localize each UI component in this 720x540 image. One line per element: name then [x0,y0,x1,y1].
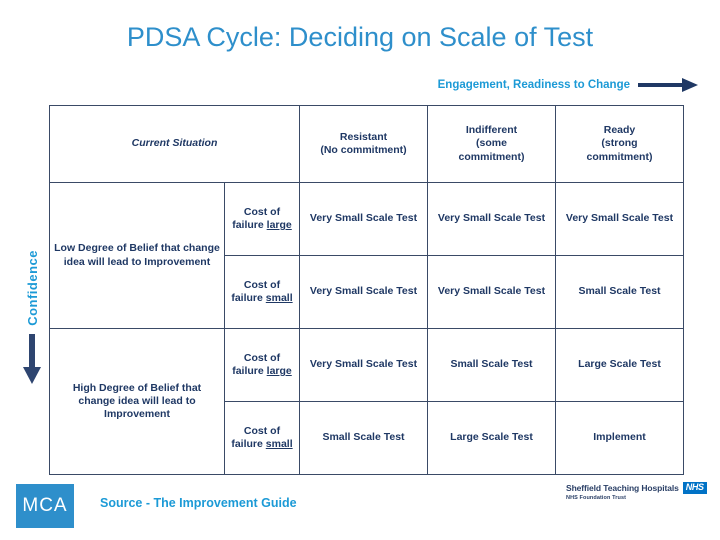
cost-of-failure-large-2: Cost of failure large [224,328,300,402]
matrix-row-1: Low Degree of Belief that change idea wi… [49,182,684,329]
cost-of-failure-large-1: Cost of failure large [224,182,300,256]
scale-of-test-matrix: Current Situation Resistant (No commitme… [49,105,684,475]
cell-r2c2: Very Small Scale Test [427,255,556,329]
mca-logo-text: MCA [22,495,68,516]
nhs-trust-name: Sheffield Teaching Hospitals [566,482,679,493]
cost-of-failure-small-1: Cost of failure small [224,255,300,329]
side-axis-group: Confidence [12,250,52,450]
slide-footer: MCA Source - The Improvement Guide Sheff… [0,476,720,540]
cell-r4c2: Large Scale Test [427,401,556,475]
cost-word: small [265,438,293,450]
cost-prefix: Cost of failure [232,351,281,377]
cost-prefix: Cost of failure [231,278,281,304]
cell-r2c3: Small Scale Test [555,255,684,329]
header-indifferent: Indifferent (some commitment) [427,105,556,183]
header-ready-line1: Ready [603,124,636,137]
cost-word: large [266,219,292,231]
header-indifferent-line2: (some [476,137,507,150]
belief-high-label: High Degree of Belief that change idea w… [49,328,225,475]
cell-r4c1: Small Scale Test [299,401,428,475]
header-resistant-line2: (No commitment) [320,144,407,156]
belief-low-label: Low Degree of Belief that change idea wi… [49,182,225,329]
cell-r1c3: Very Small Scale Test [555,182,684,256]
arrow-down-icon [23,333,41,386]
header-ready-line2: (strong [601,137,638,150]
header-resistant: Resistant (No commitment) [299,105,428,183]
top-axis-group: Engagement, Readiness to Change [438,78,698,92]
nhs-logo-primary: Sheffield Teaching Hospitals NHS [566,482,707,494]
cost-prefix: Cost of failure [231,424,281,450]
matrix-header-row: Current Situation Resistant (No commitme… [49,105,684,183]
nhs-subtitle: NHS Foundation Trust [566,494,627,501]
cell-r3c2: Small Scale Test [427,328,556,402]
header-indifferent-line3: commitment) [458,150,525,163]
matrix-row-3: High Degree of Belief that change idea w… [49,328,684,475]
header-ready-line3: commitment) [586,150,653,163]
cost-word: small [265,292,293,304]
cost-of-failure-small-2: Cost of failure small [224,401,300,475]
cost-word: large [266,365,292,377]
nhs-logo-block: Sheffield Teaching Hospitals NHS NHS Fou… [566,482,707,501]
cell-r4c3-implement: Implement [555,401,684,475]
cell-r3c3: Large Scale Test [555,328,684,402]
matrix-row-4: Cost of failure small Small Scale Test L… [50,401,684,475]
cell-r1c1: Very Small Scale Test [299,182,428,256]
cell-r2c1: Very Small Scale Test [299,255,428,329]
nhs-badge-icon: NHS [682,482,707,494]
arrow-right-icon [638,78,698,92]
cell-r1c2: Very Small Scale Test [427,182,556,256]
cost-prefix: Cost of failure [232,205,281,231]
header-current-situation: Current Situation [49,105,300,183]
source-credit: Source - The Improvement Guide [100,496,297,510]
header-indifferent-line1: Indifferent [465,124,518,137]
top-axis-label: Engagement, Readiness to Change [437,79,630,91]
mca-logo: MCA [16,484,74,528]
cell-r3c1: Very Small Scale Test [299,328,428,402]
matrix-row-2: Cost of failure small Very Small Scale T… [50,255,684,329]
header-ready: Ready (strong commitment) [555,105,684,183]
header-resistant-line1: Resistant [339,130,388,143]
page-title: PDSA Cycle: Deciding on Scale of Test [126,22,594,52]
side-axis-label: Confidence [24,250,40,326]
